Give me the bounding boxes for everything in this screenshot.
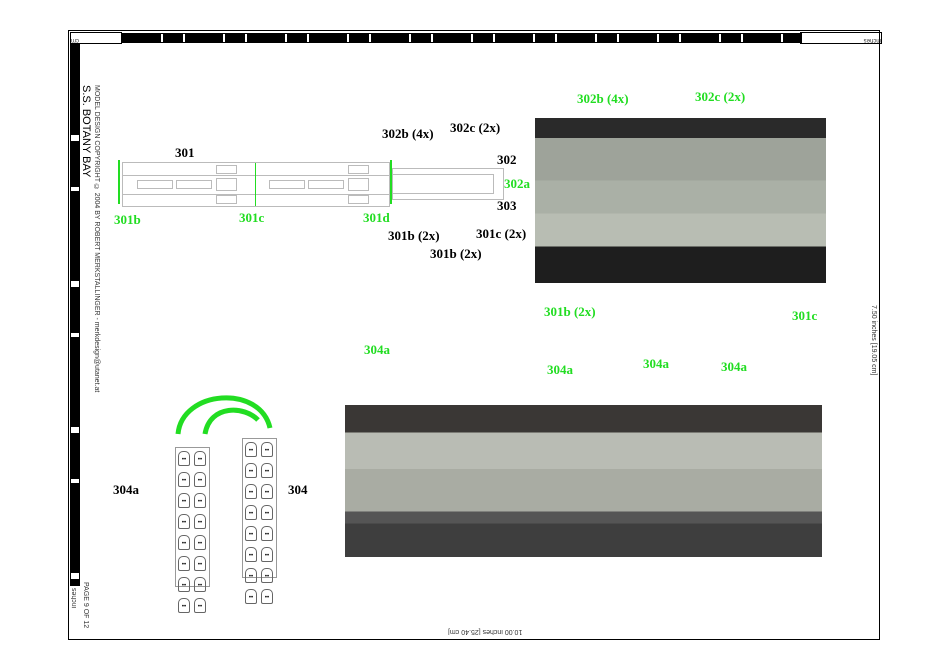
seat-icon: •• bbox=[194, 577, 206, 592]
seat-icon: •• bbox=[261, 442, 273, 457]
photo-assembly-304 bbox=[345, 405, 822, 557]
label-304: 304 bbox=[288, 482, 308, 497]
seat-icon: •• bbox=[261, 568, 273, 583]
seat-icon: •• bbox=[194, 556, 206, 571]
left-ruler bbox=[70, 44, 80, 586]
seat-icon: •• bbox=[178, 556, 190, 571]
label-302b-4x: 302b (4x) bbox=[382, 126, 434, 141]
label-301c-2x: 301c (2x) bbox=[476, 226, 527, 241]
seat-icon: •• bbox=[245, 463, 257, 478]
page-frame bbox=[68, 30, 880, 640]
inches-label-left: inches bbox=[71, 588, 78, 609]
seat-icon: •• bbox=[194, 451, 206, 466]
seat-icon: •• bbox=[261, 547, 273, 562]
seat-strip-304a: •• •• •• •• •• •• •• •• •• •• •• •• •• •• •• •• bbox=[175, 447, 210, 613]
seat-strip-304: •• •• •• •• •• •• •• •• •• •• •• •• •• •• •• •• bbox=[242, 438, 277, 604]
label-302a: 302a bbox=[504, 176, 530, 191]
label-301d: 301d bbox=[363, 210, 390, 225]
seat-icon: •• bbox=[178, 577, 190, 592]
seat-icon: •• bbox=[245, 526, 257, 541]
seat-icon: •• bbox=[194, 535, 206, 550]
photo1-label-302b: 302b (4x) bbox=[577, 91, 629, 106]
photo2-label-304a: 304a bbox=[721, 359, 747, 374]
model-title: S.S. BOTANY BAY bbox=[80, 85, 92, 178]
top-ruler bbox=[122, 33, 802, 43]
label-304a: 304a bbox=[113, 482, 139, 497]
seat-icon: •• bbox=[245, 505, 257, 520]
label-302c-2x: 302c (2x) bbox=[450, 120, 501, 135]
seat-icon: •• bbox=[261, 484, 273, 499]
label-301b-2x-b: 301b (2x) bbox=[430, 246, 482, 261]
seat-icon: •• bbox=[194, 514, 206, 529]
photo2-label-304a: 304a bbox=[547, 362, 573, 377]
photo1-label-301b: 301b (2x) bbox=[544, 304, 596, 319]
marker-301b bbox=[118, 160, 120, 204]
page-number: PAGE 9 OF 12 bbox=[82, 582, 89, 629]
inches-label-top: inches bbox=[800, 32, 882, 44]
seat-icon: •• bbox=[194, 598, 206, 613]
label-301: 301 bbox=[175, 145, 195, 160]
seat-icon: •• bbox=[245, 568, 257, 583]
photo1-label-302c: 302c (2x) bbox=[695, 89, 746, 104]
copyright: MODEL DESIGN COPYRIGHT © 2004 BY ROBERT … bbox=[93, 85, 100, 393]
seat-icon: •• bbox=[178, 535, 190, 550]
label-302: 302 bbox=[497, 152, 517, 167]
seat-icon: •• bbox=[245, 547, 257, 562]
photo2-label-304a: 304a bbox=[643, 356, 669, 371]
seat-icon: •• bbox=[178, 472, 190, 487]
marker-301d bbox=[390, 160, 392, 204]
seat-icon: •• bbox=[178, 451, 190, 466]
part-301 bbox=[122, 162, 390, 207]
seat-icon: •• bbox=[261, 463, 273, 478]
seat-icon: •• bbox=[178, 514, 190, 529]
seat-icon: •• bbox=[178, 493, 190, 508]
part-302 bbox=[392, 168, 504, 200]
seat-icon: •• bbox=[261, 589, 273, 604]
seat-icon: •• bbox=[194, 472, 206, 487]
photo-assembly-302 bbox=[535, 118, 826, 283]
photo1-label-301c: 301c bbox=[792, 308, 818, 323]
seat-icon: •• bbox=[245, 589, 257, 604]
label-301b: 301b bbox=[114, 212, 141, 227]
width-dimension: 10.00 inches [25.40 cm] bbox=[448, 628, 523, 635]
seat-icon: •• bbox=[245, 442, 257, 457]
cm-label: cm bbox=[70, 32, 122, 44]
seat-icon: •• bbox=[245, 484, 257, 499]
seat-icon: •• bbox=[194, 493, 206, 508]
height-dimension: 7.50 inches [19.05 cm] bbox=[870, 305, 877, 376]
seat-icon: •• bbox=[261, 505, 273, 520]
label-301c: 301c bbox=[239, 210, 265, 225]
label-303: 303 bbox=[497, 198, 517, 213]
fold-arrows bbox=[175, 395, 273, 435]
photo2-label-304a: 304a bbox=[364, 342, 390, 357]
label-301b-2x-a: 301b (2x) bbox=[388, 228, 440, 243]
seat-icon: •• bbox=[261, 526, 273, 541]
seat-icon: •• bbox=[178, 598, 190, 613]
